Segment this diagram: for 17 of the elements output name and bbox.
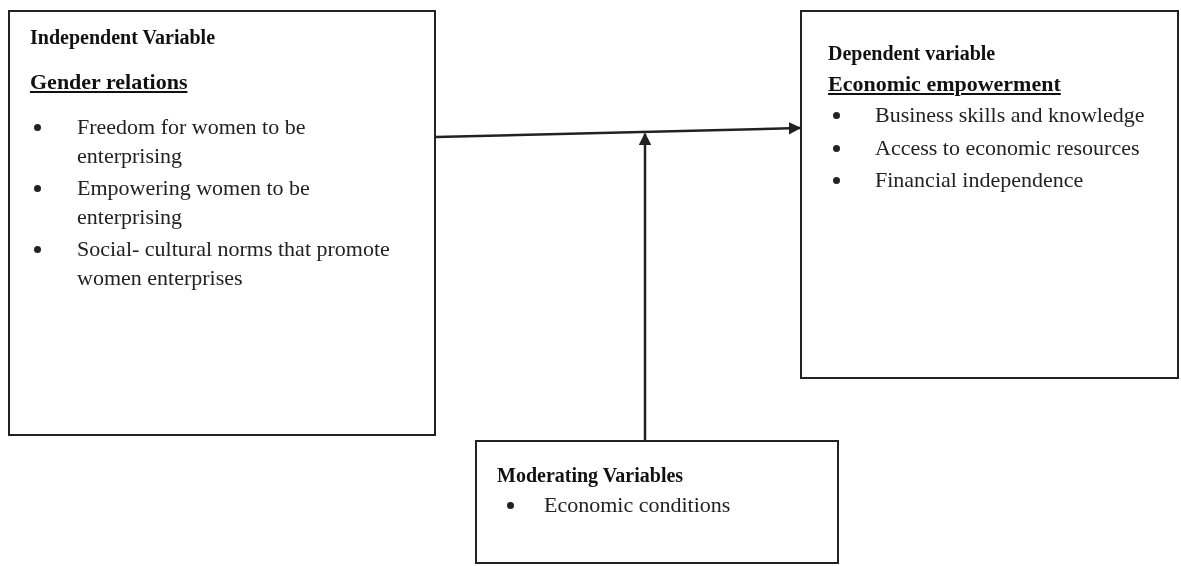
bullet-item: Economic conditions (497, 491, 817, 520)
box-heading: Moderating Variables (497, 464, 685, 487)
bullet-item: Financial independence (828, 166, 1157, 195)
box-subheading: Economic empowerment (828, 71, 1062, 97)
bullet-item: Empowering women to be enterprising (30, 174, 414, 232)
variable-box (800, 10, 1179, 379)
bullet-item: Social- cultural norms that promote women enterprises (30, 235, 414, 293)
bullet-item: Freedom for women to be enterprising (30, 113, 414, 171)
box-heading: Independent Variable (30, 26, 217, 49)
variable-box (475, 440, 839, 564)
bullet-item: Business skills and knowledge (828, 101, 1157, 130)
arrow (435, 122, 802, 139)
bullet-item: Access to economic resources (828, 133, 1157, 163)
arrow (638, 132, 652, 440)
box-subheading: Gender relations (30, 69, 189, 95)
box-heading: Dependent variable (828, 42, 997, 65)
variable-box (8, 10, 436, 436)
